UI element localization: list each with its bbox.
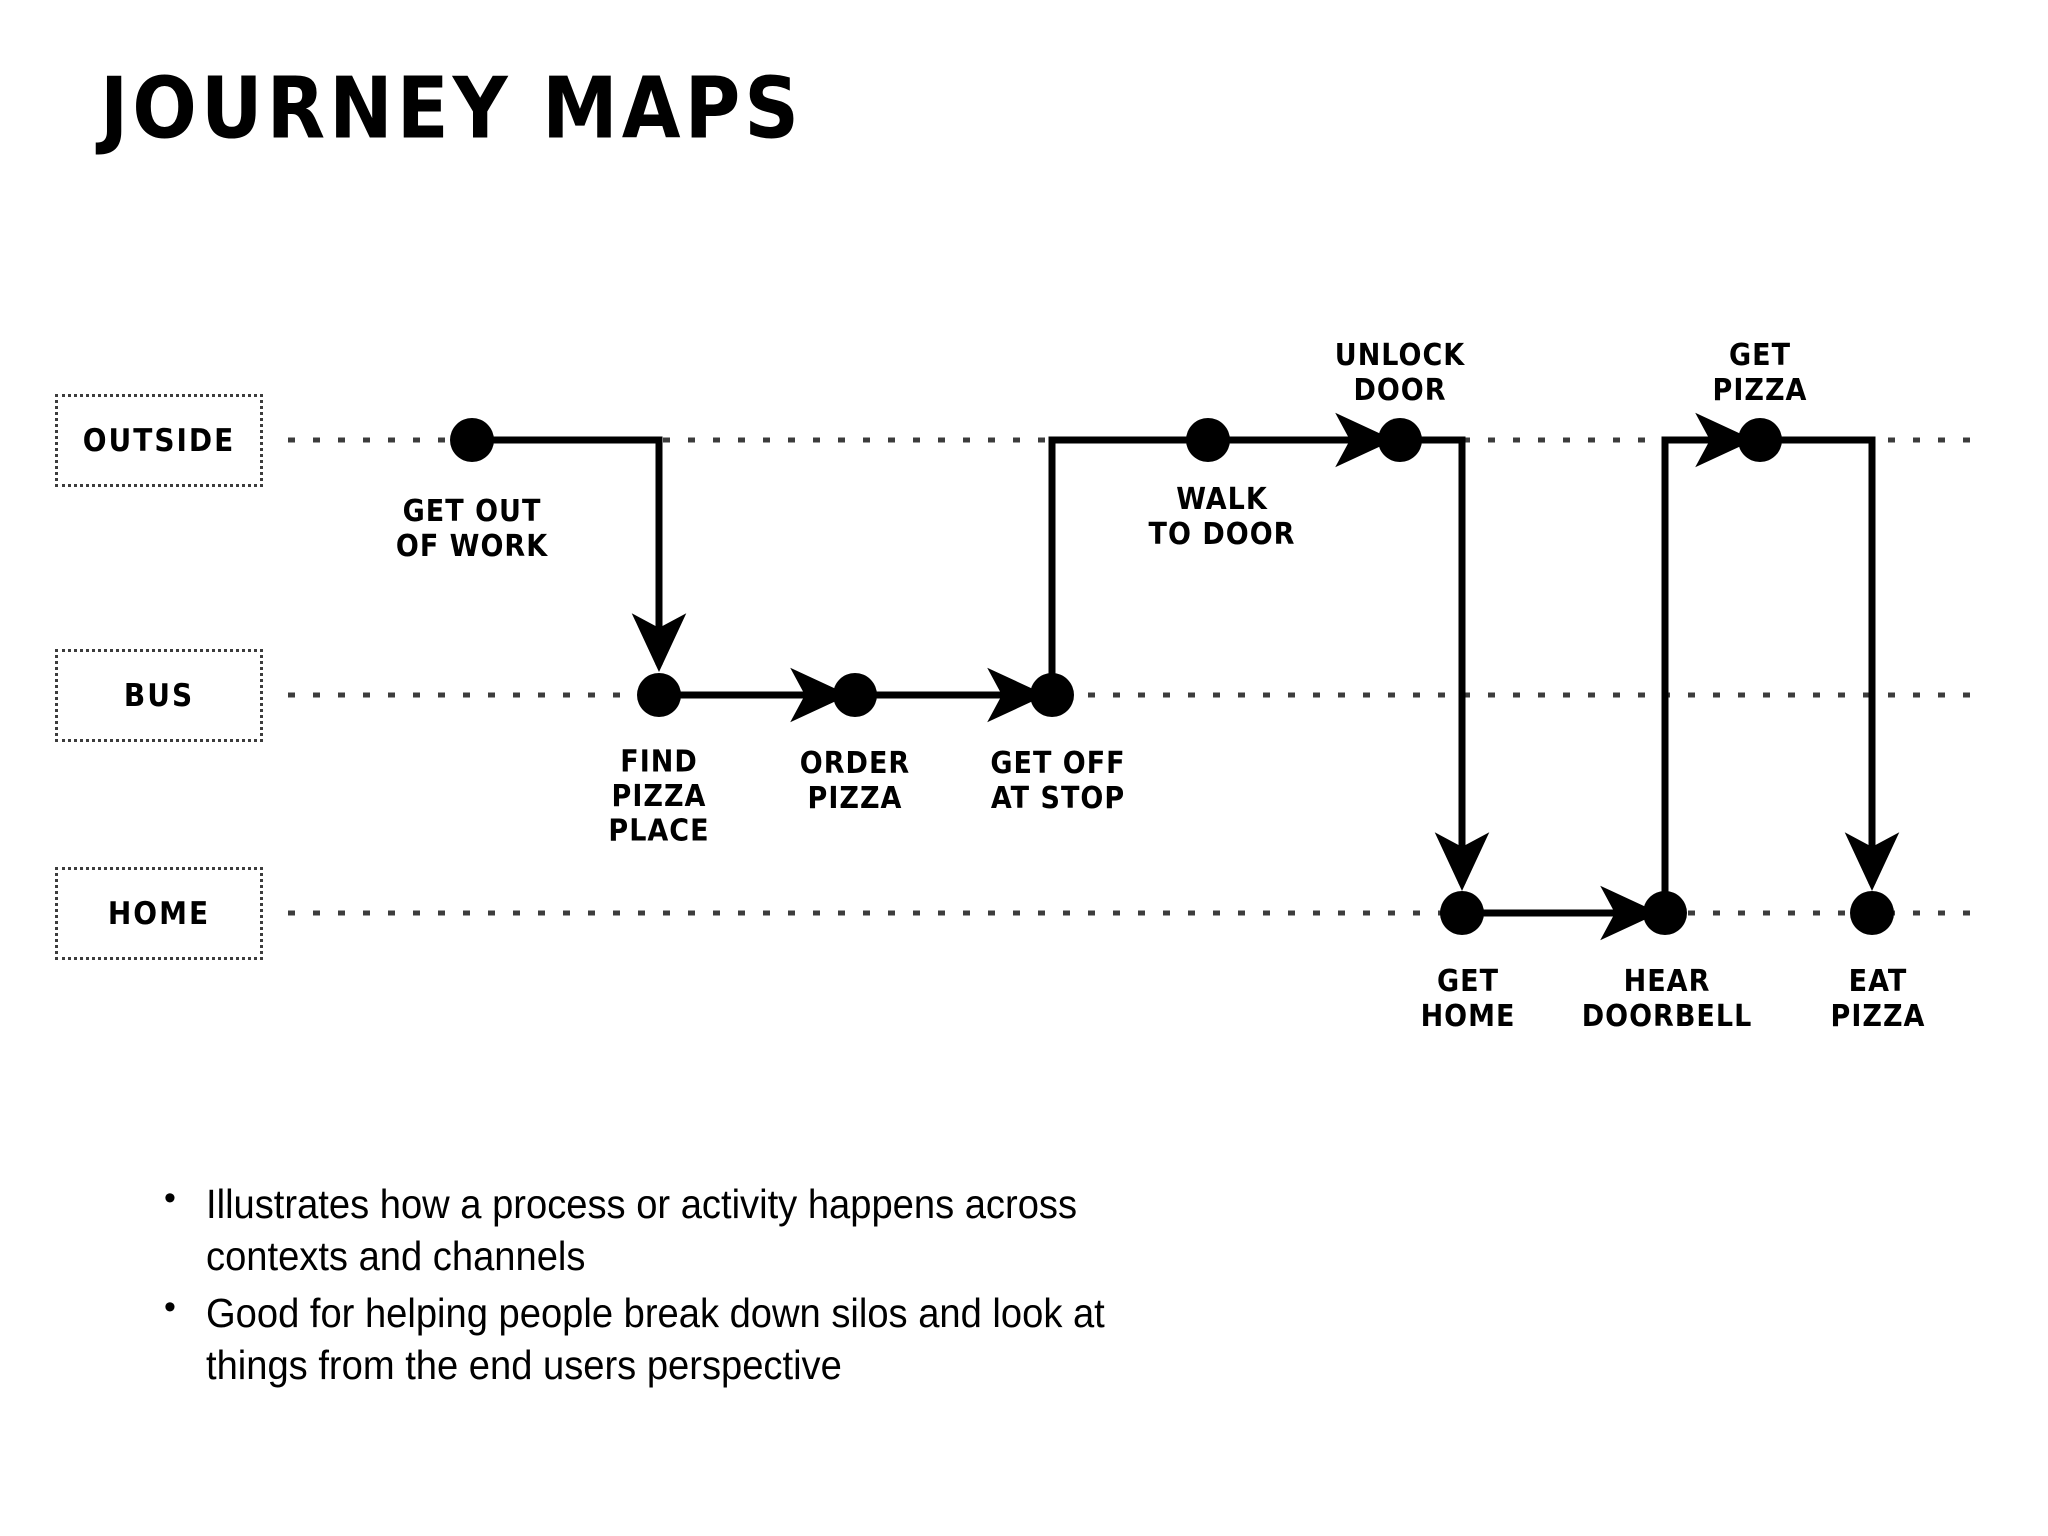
lane-label-outside: OUTSIDE: [82, 422, 236, 459]
list-item: • Illustrates how a process or activity …: [160, 1178, 1410, 1283]
node-hear-doorbell[interactable]: [1643, 891, 1687, 935]
lane-label-bus: BUS: [123, 677, 195, 714]
list-item: • Good for helping people break down sil…: [160, 1287, 1410, 1392]
node-eat-pizza[interactable]: [1850, 891, 1894, 935]
node-get-home[interactable]: [1440, 891, 1484, 935]
edge-unlock-to-gethome: [1400, 436, 1490, 891]
bullet-text: Illustrates how a process or activity ha…: [206, 1181, 1078, 1280]
bullet-marker-icon: •: [164, 1179, 176, 1217]
page-title: JOURNEY MAPS: [100, 58, 804, 158]
bullet-list: • Illustrates how a process or activity …: [160, 1178, 1410, 1396]
node-unlock-door[interactable]: [1378, 418, 1422, 462]
node-get-pizza[interactable]: [1738, 418, 1782, 462]
edge-getpizza-to-eatpizza: [1760, 436, 1900, 891]
edge-getoff-to-walk: [1048, 436, 1195, 695]
lane-box-bus: BUS: [55, 649, 263, 742]
node-get-out-of-work[interactable]: [450, 418, 494, 462]
bullet-text: Good for helping people break down silos…: [206, 1289, 1105, 1389]
journey-nodes: [450, 418, 1894, 935]
edge-work-to-find-pizza: [472, 436, 687, 672]
lane-label-home: HOME: [107, 895, 211, 932]
bullet-marker-icon: •: [164, 1287, 176, 1326]
node-walk-to-door[interactable]: [1186, 418, 1230, 462]
lane-box-home: HOME: [55, 867, 263, 960]
edge-doorbell-to-getpizza: [1661, 412, 1754, 913]
lane-box-outside: OUTSIDE: [55, 394, 263, 487]
node-order-pizza[interactable]: [833, 673, 877, 717]
journey-map-diagram: [288, 412, 1982, 941]
lane-rails: [288, 437, 1982, 916]
journey-path: [472, 412, 1900, 941]
node-get-off-at-stop[interactable]: [1030, 673, 1074, 717]
node-find-pizza-place[interactable]: [637, 673, 681, 717]
